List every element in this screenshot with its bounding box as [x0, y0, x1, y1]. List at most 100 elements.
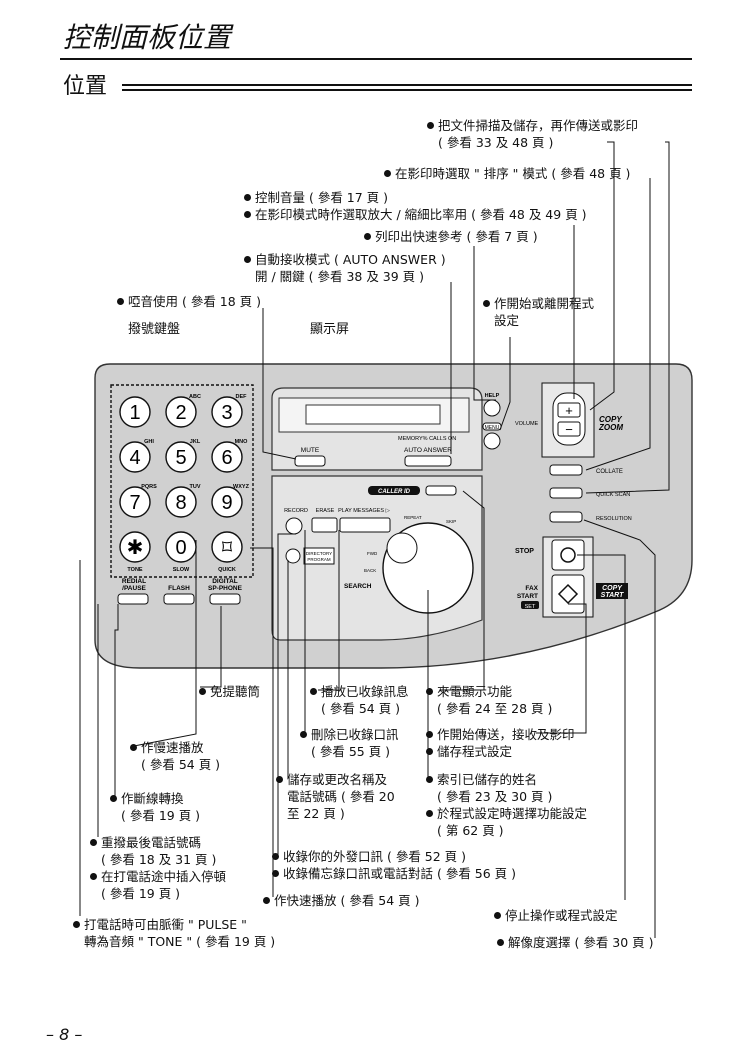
key-2: [165, 396, 197, 428]
leader-lines: [79, 141, 670, 938]
stop-label: STOP: [515, 548, 534, 555]
directory-program-button: [303, 547, 335, 565]
key-label-5: 5: [175, 447, 186, 469]
callout-redial: 重撥最後電話號碼 ( 參看 18 及 31 頁 ) 在打電話途中插入停頓 ( 參…: [90, 834, 226, 902]
callout-erase: 刪除已收錄口訊 ( 參看 55 頁 ): [300, 726, 399, 760]
record-button: [285, 517, 303, 535]
menu-label: MENU: [485, 425, 500, 431]
callout-tone: 打電話時可由脈衝 " PULSE " 轉為音頻 " TONE " ( 參看 19…: [73, 916, 275, 950]
play-label: PLAY MESSAGES ▷: [338, 508, 390, 514]
key-letters-⌑: QUICK: [218, 567, 236, 573]
auto-answer-button: [404, 455, 452, 467]
volume-rocker: [552, 392, 586, 446]
callout-caller-id: 來電顯示功能 ( 參看 24 至 28 頁 ): [426, 683, 552, 717]
start-button: [551, 574, 585, 614]
page-title: 控制面板位置: [63, 21, 232, 54]
key-label-✱: ✱: [127, 537, 144, 559]
key-9: [211, 486, 243, 518]
callout-start: 作開始傳送，接收及影印 儲存程式設定: [426, 726, 575, 760]
svg-text:−: −: [565, 422, 573, 437]
mute-label: MUTE: [301, 447, 320, 454]
callout-resolution: 解像度選擇 ( 參看 30 頁 ): [497, 934, 654, 951]
key-6: [211, 441, 243, 473]
key-label-0: 0: [175, 537, 186, 559]
mute-button: [294, 455, 326, 467]
callout-search: 索引已儲存的姓名 ( 參看 23 及 30 頁 ) 於程式設定時選擇功能設定 (…: [426, 771, 587, 839]
caption-display: 顯示屏: [310, 322, 350, 337]
key-⌑: [211, 531, 243, 563]
key-8: [165, 486, 197, 518]
record-label: RECORD: [284, 508, 308, 514]
flash-label: FLASH: [168, 585, 190, 592]
page-number: – 8 –: [46, 1025, 83, 1044]
key-label-7: 7: [129, 492, 140, 514]
callout-record: 收錄你的外發口訊 ( 參看 52 頁 ) 收錄備忘錄口訊或電話對話 ( 參看 5…: [272, 848, 516, 882]
callout-flash: 作斷線轉換 ( 參看 19 頁 ): [110, 790, 200, 824]
directory-small-button: [285, 548, 301, 564]
key-5: [165, 441, 197, 473]
callout-scan-store: 把文件掃描及儲存，再作傳送或影印 ( 參看 33 及 48 頁 ): [427, 117, 638, 151]
key-letters-✱: TONE: [127, 567, 143, 573]
callout-speakerphone: 免提聽筒: [199, 683, 260, 700]
back-label: BACK: [364, 568, 376, 573]
callout-auto-answer: 自動接收模式 ( AUTO ANSWER ) 開 / 關鍵 ( 參看 38 及 …: [244, 251, 446, 285]
resolution-button: [549, 511, 583, 523]
redial-label: REDIAL/PAUSE: [122, 578, 147, 592]
fwd-label: FWD: [367, 551, 378, 556]
key-letters-5: JKL: [190, 439, 201, 445]
key-letters-4: GHI: [144, 439, 154, 445]
key-letters-8: TUV: [190, 484, 201, 490]
play-messages-button: [339, 517, 391, 533]
key-letters-0: SLOW: [173, 567, 190, 573]
callout-mute: 啞音使用 ( 參看 18 頁 ): [117, 293, 261, 310]
key-label-2: 2: [175, 402, 186, 424]
key-letters-3: DEF: [236, 394, 248, 400]
help-label: HELP: [485, 393, 500, 399]
redial-button: [117, 593, 149, 605]
key-3: [211, 396, 243, 428]
callout-stop: 停止操作或程式設定: [494, 907, 618, 924]
key-1: [119, 396, 151, 428]
volume-up-button: [557, 402, 581, 418]
key-label-8: 8: [175, 492, 186, 514]
caption-keypad: 撥號鍵盤: [128, 322, 181, 337]
key-letters-7: PQRS: [141, 484, 157, 490]
volume-label: VOLUME: [515, 421, 539, 427]
callout-help: 列印出快速參考 ( 參看 7 頁 ): [364, 228, 538, 245]
callout-quick: 作快速播放 ( 參看 54 頁 ): [263, 892, 420, 909]
collate-button: [549, 464, 583, 476]
skip-label: SKIP: [446, 519, 456, 524]
auto-answer-label: AUTO ANSWER: [404, 447, 452, 454]
key-7: [119, 486, 151, 518]
key-label-3: 3: [221, 402, 232, 424]
callout-collate: 在影印時選取 " 排序 " 模式 ( 參看 48 頁 ): [384, 165, 630, 182]
key-label-1: 1: [129, 402, 140, 424]
menu-button: [483, 432, 501, 450]
volume-down-button: [557, 421, 581, 437]
search-dial-label: SEARCH: [344, 583, 372, 590]
key-4: [119, 441, 151, 473]
caller-id-label: CALLER ID: [378, 489, 411, 495]
key-letters-2: ABC: [189, 394, 201, 400]
svg-text:+: +: [565, 403, 573, 418]
caller-id-search-button: [425, 485, 457, 496]
repeat-label: REPEAT: [404, 515, 422, 520]
quick-scan-button: [549, 487, 583, 499]
callout-slow: 作慢速播放 ( 參看 54 頁 ): [130, 739, 220, 773]
title-rule: [60, 58, 692, 60]
callout-directory: 儲存或更改名稱及 電話號碼 ( 參看 20 至 22 頁 ): [276, 771, 395, 822]
key-label-⌑: ⌑: [222, 537, 233, 559]
callout-volume: 控制音量 ( 參看 17 頁 ) 在影印模式時作選取放大 / 縮細比率用 ( 參…: [244, 189, 587, 223]
section-heading: 位置: [63, 74, 108, 99]
callout-menu: 作開始或離開程式 設定: [483, 295, 594, 329]
collate-label: COLLATE: [596, 469, 623, 475]
key-letters-9: WXYZ: [233, 484, 250, 490]
resolution-label: RESOLUTION: [596, 516, 632, 522]
key-label-6: 6: [221, 447, 232, 469]
